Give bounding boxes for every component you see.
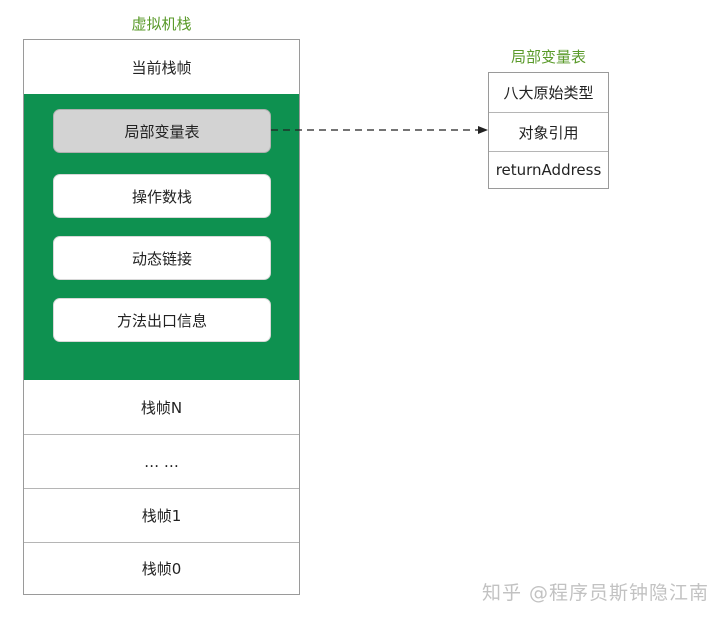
vm-stack: 当前栈帧 局部变量表 操作数栈 动态链接 方法出口信息 栈帧N … … 栈帧1 …	[23, 39, 300, 595]
lvt-title: 局部变量表	[510, 48, 586, 66]
stack-frame-0: 栈帧0	[24, 542, 299, 594]
current-frame-header: 当前栈帧	[24, 40, 299, 94]
stack-frame-1: 栈帧1	[24, 488, 299, 542]
local-variable-table: 八大原始类型 对象引用 returnAddress	[488, 72, 609, 189]
lvt-row-object-reference: 对象引用	[489, 112, 608, 151]
dynamic-linking-block: 动态链接	[53, 236, 271, 280]
lvt-row-primitive-types: 八大原始类型	[503, 84, 594, 102]
stack-frame-n: 栈帧N	[24, 380, 299, 434]
method-return-info-block: 方法出口信息	[53, 298, 271, 342]
watermark: 知乎 @程序员斯钟隐江南	[482, 582, 710, 604]
current-frame-body: 局部变量表 操作数栈 动态链接 方法出口信息	[24, 94, 299, 380]
vm-stack-title: 虚拟机栈	[131, 15, 192, 33]
arrowhead-icon	[478, 126, 488, 134]
stack-frame-ellipsis: … …	[24, 434, 299, 488]
lvt-row-return-address: returnAddress	[489, 151, 608, 188]
local-variable-table-block: 局部变量表	[53, 109, 271, 153]
operand-stack-block: 操作数栈	[53, 174, 271, 218]
